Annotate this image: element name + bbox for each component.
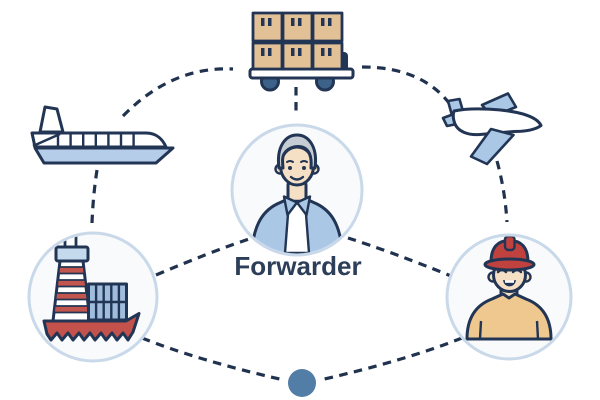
connection-trolley-airplane	[361, 65, 454, 108]
connection-ferry-trolley	[121, 67, 234, 118]
connection-ferry-port	[90, 169, 99, 224]
connection-port-forwarder	[155, 236, 253, 277]
forwarder-eye	[302, 166, 306, 170]
hard-hat-brim	[483, 257, 536, 272]
forwarder-eyebrow	[300, 160, 308, 163]
box-marks	[261, 18, 332, 56]
forwarder-collar	[295, 195, 312, 217]
plane-near-wing	[469, 127, 515, 166]
connection-airplane-worker	[495, 160, 509, 223]
containers	[87, 282, 128, 322]
connection-lines	[90, 65, 509, 382]
worker-teeth	[505, 280, 514, 283]
worker-arm-line	[535, 320, 540, 340]
ferry-ship-icon	[30, 105, 175, 165]
trolley-boxes	[251, 11, 344, 71]
forwarder-label: Forwarder	[234, 251, 361, 281]
forwarder-mouth	[289, 175, 305, 181]
cargo-trolley-icon	[248, 11, 355, 92]
hub-dot-icon	[288, 369, 316, 397]
ferry-deck	[30, 131, 168, 149]
worker-shirt	[465, 292, 553, 341]
worker-arm-line	[478, 320, 483, 340]
worker-hard-hat-icon	[465, 236, 553, 341]
connection-worker-dot	[319, 336, 463, 382]
forwarder-eyebrow	[286, 160, 294, 163]
lighthouse-lamp-room	[54, 245, 90, 263]
plane-fuselage	[451, 107, 543, 137]
connection-forwarder-worker	[347, 236, 452, 278]
ferry-tail-fin	[38, 105, 65, 134]
airplane-icon	[441, 92, 543, 166]
port-lighthouse-ship-icon	[42, 234, 141, 342]
ship-hull	[42, 312, 141, 342]
forwarder-hair	[276, 133, 318, 170]
forwarder-collar	[282, 195, 299, 217]
ferry-hull	[33, 146, 175, 165]
forwarder-avatar-icon	[249, 133, 345, 254]
ferry-windows	[32, 132, 135, 148]
hard-hat-ridge	[503, 236, 516, 252]
forwarder-eye	[288, 166, 292, 170]
connection-port-dot	[141, 336, 285, 382]
